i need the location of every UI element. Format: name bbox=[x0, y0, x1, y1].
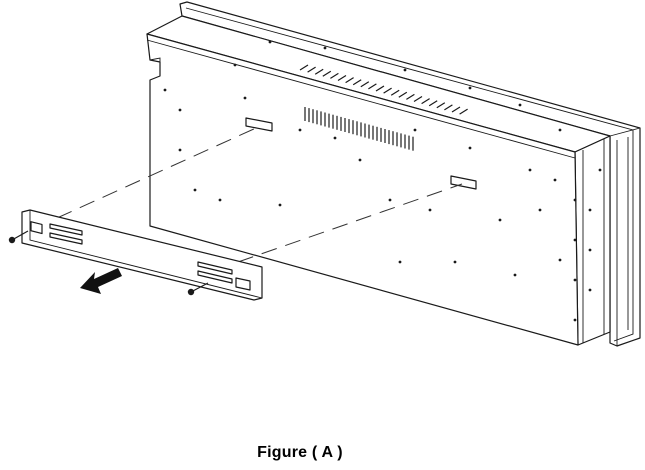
vent-slot bbox=[436, 102, 446, 109]
vent-slot bbox=[390, 89, 400, 96]
screw-dot bbox=[333, 136, 337, 140]
screw-dot bbox=[178, 108, 182, 112]
top-vent-slots bbox=[299, 64, 468, 115]
fireplace-unit-back bbox=[146, 33, 579, 346]
screw-dot bbox=[558, 258, 562, 262]
screw-dot bbox=[233, 63, 237, 67]
screw-dot bbox=[538, 208, 542, 212]
screw-dot bbox=[573, 278, 577, 282]
screw-dot bbox=[588, 208, 592, 212]
screw-dot bbox=[268, 40, 272, 44]
back-cutout-left bbox=[245, 117, 273, 132]
screw-dot bbox=[278, 203, 282, 207]
screw-dot bbox=[178, 148, 182, 152]
vent-slot bbox=[314, 68, 324, 75]
vent-slot bbox=[459, 108, 468, 115]
screw-dot bbox=[588, 288, 592, 292]
screw-dot bbox=[218, 198, 222, 202]
screw-dot bbox=[163, 88, 167, 92]
vent-slot bbox=[375, 85, 385, 92]
vent-slot bbox=[360, 81, 370, 88]
vent-slot bbox=[345, 77, 354, 84]
back-vent-slots bbox=[304, 107, 414, 151]
vent-slot bbox=[383, 87, 392, 94]
vent-slot bbox=[337, 74, 347, 82]
vent-slot bbox=[406, 93, 415, 100]
vent-slot bbox=[421, 98, 430, 105]
vent-slot bbox=[330, 72, 339, 79]
vent-slot bbox=[352, 79, 362, 86]
screw-dot bbox=[498, 218, 502, 222]
removal-direction-arrow bbox=[80, 268, 122, 294]
vent-slot bbox=[368, 83, 377, 90]
screw-dot bbox=[598, 168, 602, 172]
screw-dot bbox=[573, 318, 577, 322]
screw-dot bbox=[573, 238, 577, 242]
screw-dot bbox=[243, 96, 247, 100]
screw-left bbox=[8, 230, 29, 244]
vent-slot bbox=[299, 64, 309, 71]
screw-dot bbox=[558, 128, 562, 132]
vent-slot bbox=[428, 100, 438, 107]
alignment-guides bbox=[56, 127, 463, 263]
back-cutout-right bbox=[450, 175, 477, 190]
assembly-diagram bbox=[8, 1, 641, 347]
screw-dot bbox=[193, 188, 197, 192]
screw-dot bbox=[573, 198, 577, 202]
panel-screw-dots bbox=[163, 40, 602, 322]
screw-dot bbox=[398, 260, 402, 264]
screw-dot bbox=[553, 178, 557, 182]
figure-caption: Figure ( A ) bbox=[257, 444, 343, 461]
vent-slot bbox=[444, 104, 453, 111]
screw-dot bbox=[413, 128, 417, 132]
screw-dot bbox=[518, 103, 522, 107]
screw-dot bbox=[298, 128, 302, 132]
screw-right bbox=[187, 282, 209, 296]
unit-side-face bbox=[574, 135, 611, 346]
screw-dot bbox=[403, 68, 407, 72]
wall-mount-bracket bbox=[21, 209, 263, 301]
screw-dot bbox=[428, 208, 432, 212]
screw-dot bbox=[528, 168, 532, 172]
vent-slot bbox=[398, 91, 408, 98]
screw-dot bbox=[358, 158, 362, 162]
vent-slot bbox=[322, 70, 332, 77]
screw-dot bbox=[513, 273, 517, 277]
vent-slot bbox=[413, 95, 423, 103]
vent-slot bbox=[307, 66, 316, 73]
screw-dot bbox=[468, 86, 472, 90]
screw-dot bbox=[323, 46, 327, 50]
screw-dot bbox=[588, 248, 592, 252]
screw-dot bbox=[388, 198, 392, 202]
vent-slot bbox=[451, 106, 461, 113]
screw-dot bbox=[453, 260, 457, 264]
screw-dot bbox=[468, 146, 472, 150]
